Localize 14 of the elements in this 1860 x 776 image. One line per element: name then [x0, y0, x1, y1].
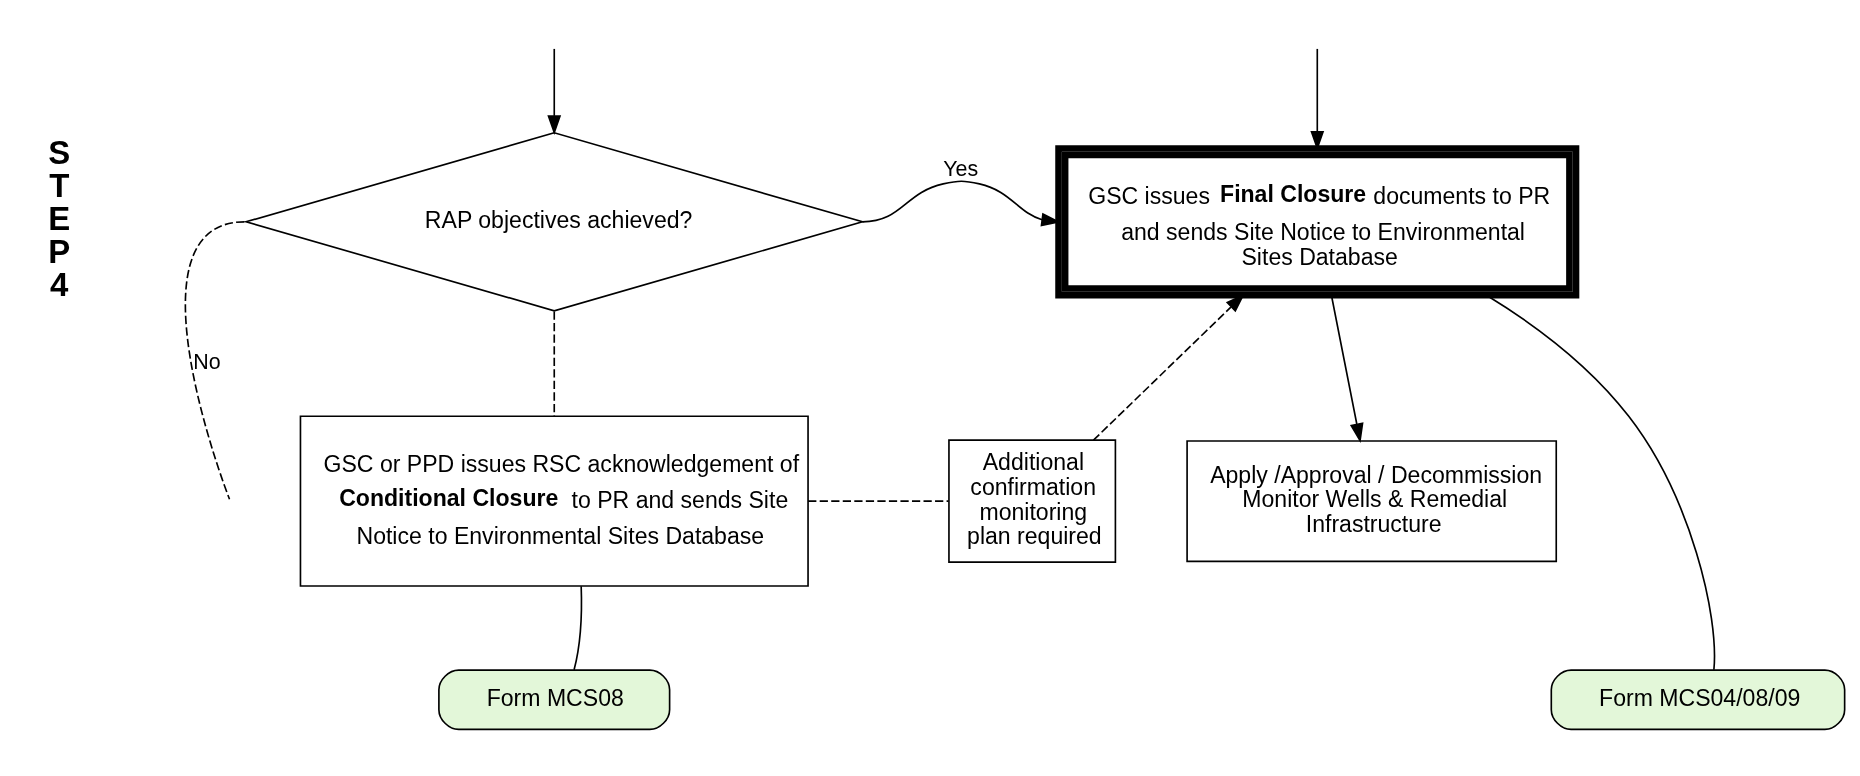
- label: S T E P 4: [48, 133, 71, 303]
- connector: [184, 220, 246, 500]
- connector: [553, 310, 556, 417]
- edge-label: No: [193, 349, 221, 374]
- node-box: Form MCS08: [438, 668, 671, 730]
- arrow: [547, 47, 562, 135]
- connector: [573, 584, 583, 671]
- node-box: Form MCS04/08/09: [1550, 668, 1846, 730]
- node-box: Additional confirmation monitoring plan required: [948, 438, 1117, 563]
- node-box: GSC issues Final Closure documents to PR and sends Site Notice to Environmental Sites Database: [1055, 144, 1580, 298]
- node-box: Apply /Approval / Decommission Monitor Wells & Remedial Infrastructure: [1186, 439, 1558, 562]
- connector: [807, 499, 950, 502]
- edge-label: Yes: [943, 156, 979, 181]
- node-box: GSC or PPD issues RSC acknowledgement of Conditional Closure to PR and sends Site Notice to Environmental Sites Database: [299, 414, 809, 587]
